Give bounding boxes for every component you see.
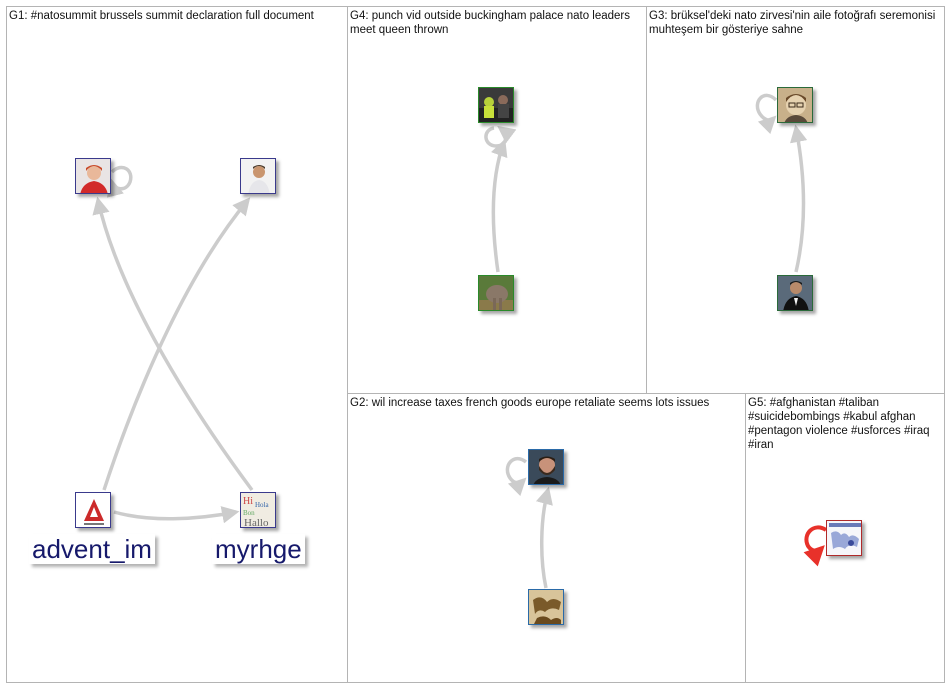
edge-g2-bottom-to-top: [542, 490, 548, 588]
node-g2-man-bearded[interactable]: [528, 449, 564, 485]
selfloop-g4: [486, 128, 506, 146]
node-user-woman-red[interactable]: [75, 158, 111, 194]
tuxedo-man-icon: [778, 276, 813, 311]
node-g4-elephant-photo[interactable]: [478, 275, 514, 311]
avatar-woman-icon: [76, 159, 111, 194]
svg-text:Hallo: Hallo: [244, 517, 269, 528]
node-label-myrhge: myrhge: [212, 534, 305, 564]
node-g3-man-tuxedo[interactable]: [777, 275, 813, 311]
sepia-portrait-icon: [778, 88, 813, 123]
bearded-man-icon: [529, 450, 564, 485]
elephant-photo-icon: [479, 276, 514, 311]
crowd-photo-icon: [479, 88, 514, 123]
edge-myrhge-to-user1: [98, 200, 252, 490]
node-user-man-white[interactable]: [240, 158, 276, 194]
node-myrhge[interactable]: Hi Hola Bon Hallo: [240, 492, 276, 528]
edge-g4-bottom-to-top: [493, 142, 504, 272]
selfloop-user1: [112, 167, 131, 188]
node-label-advent-im: advent_im: [29, 534, 155, 564]
avatar-man-icon: [241, 159, 276, 194]
world-map-icon: [827, 521, 862, 556]
selfloop-g2: [507, 459, 526, 483]
edge-advent-to-myrhge: [114, 512, 236, 519]
svg-text:Hi: Hi: [243, 496, 253, 507]
selfloop-g5: [806, 527, 826, 550]
edge-g3-bottom-to-top: [796, 128, 804, 272]
node-advent-im[interactable]: [75, 492, 111, 528]
node-g5-map-graphic[interactable]: [826, 520, 862, 556]
selfloop-g3: [757, 95, 776, 120]
node-g3-portrait-sepia[interactable]: [777, 87, 813, 123]
svg-text:Bon: Bon: [243, 509, 255, 517]
advent-logo-icon: [76, 493, 111, 528]
node-g2-map-photo[interactable]: [528, 589, 564, 625]
node-g4-crowd-photo[interactable]: [478, 87, 514, 123]
edge-advent-to-user2: [104, 200, 248, 490]
wordcloud-hallo-icon: Hi Hola Bon Hallo: [241, 493, 276, 528]
svg-text:Hola: Hola: [255, 501, 270, 509]
old-map-icon: [529, 590, 564, 625]
